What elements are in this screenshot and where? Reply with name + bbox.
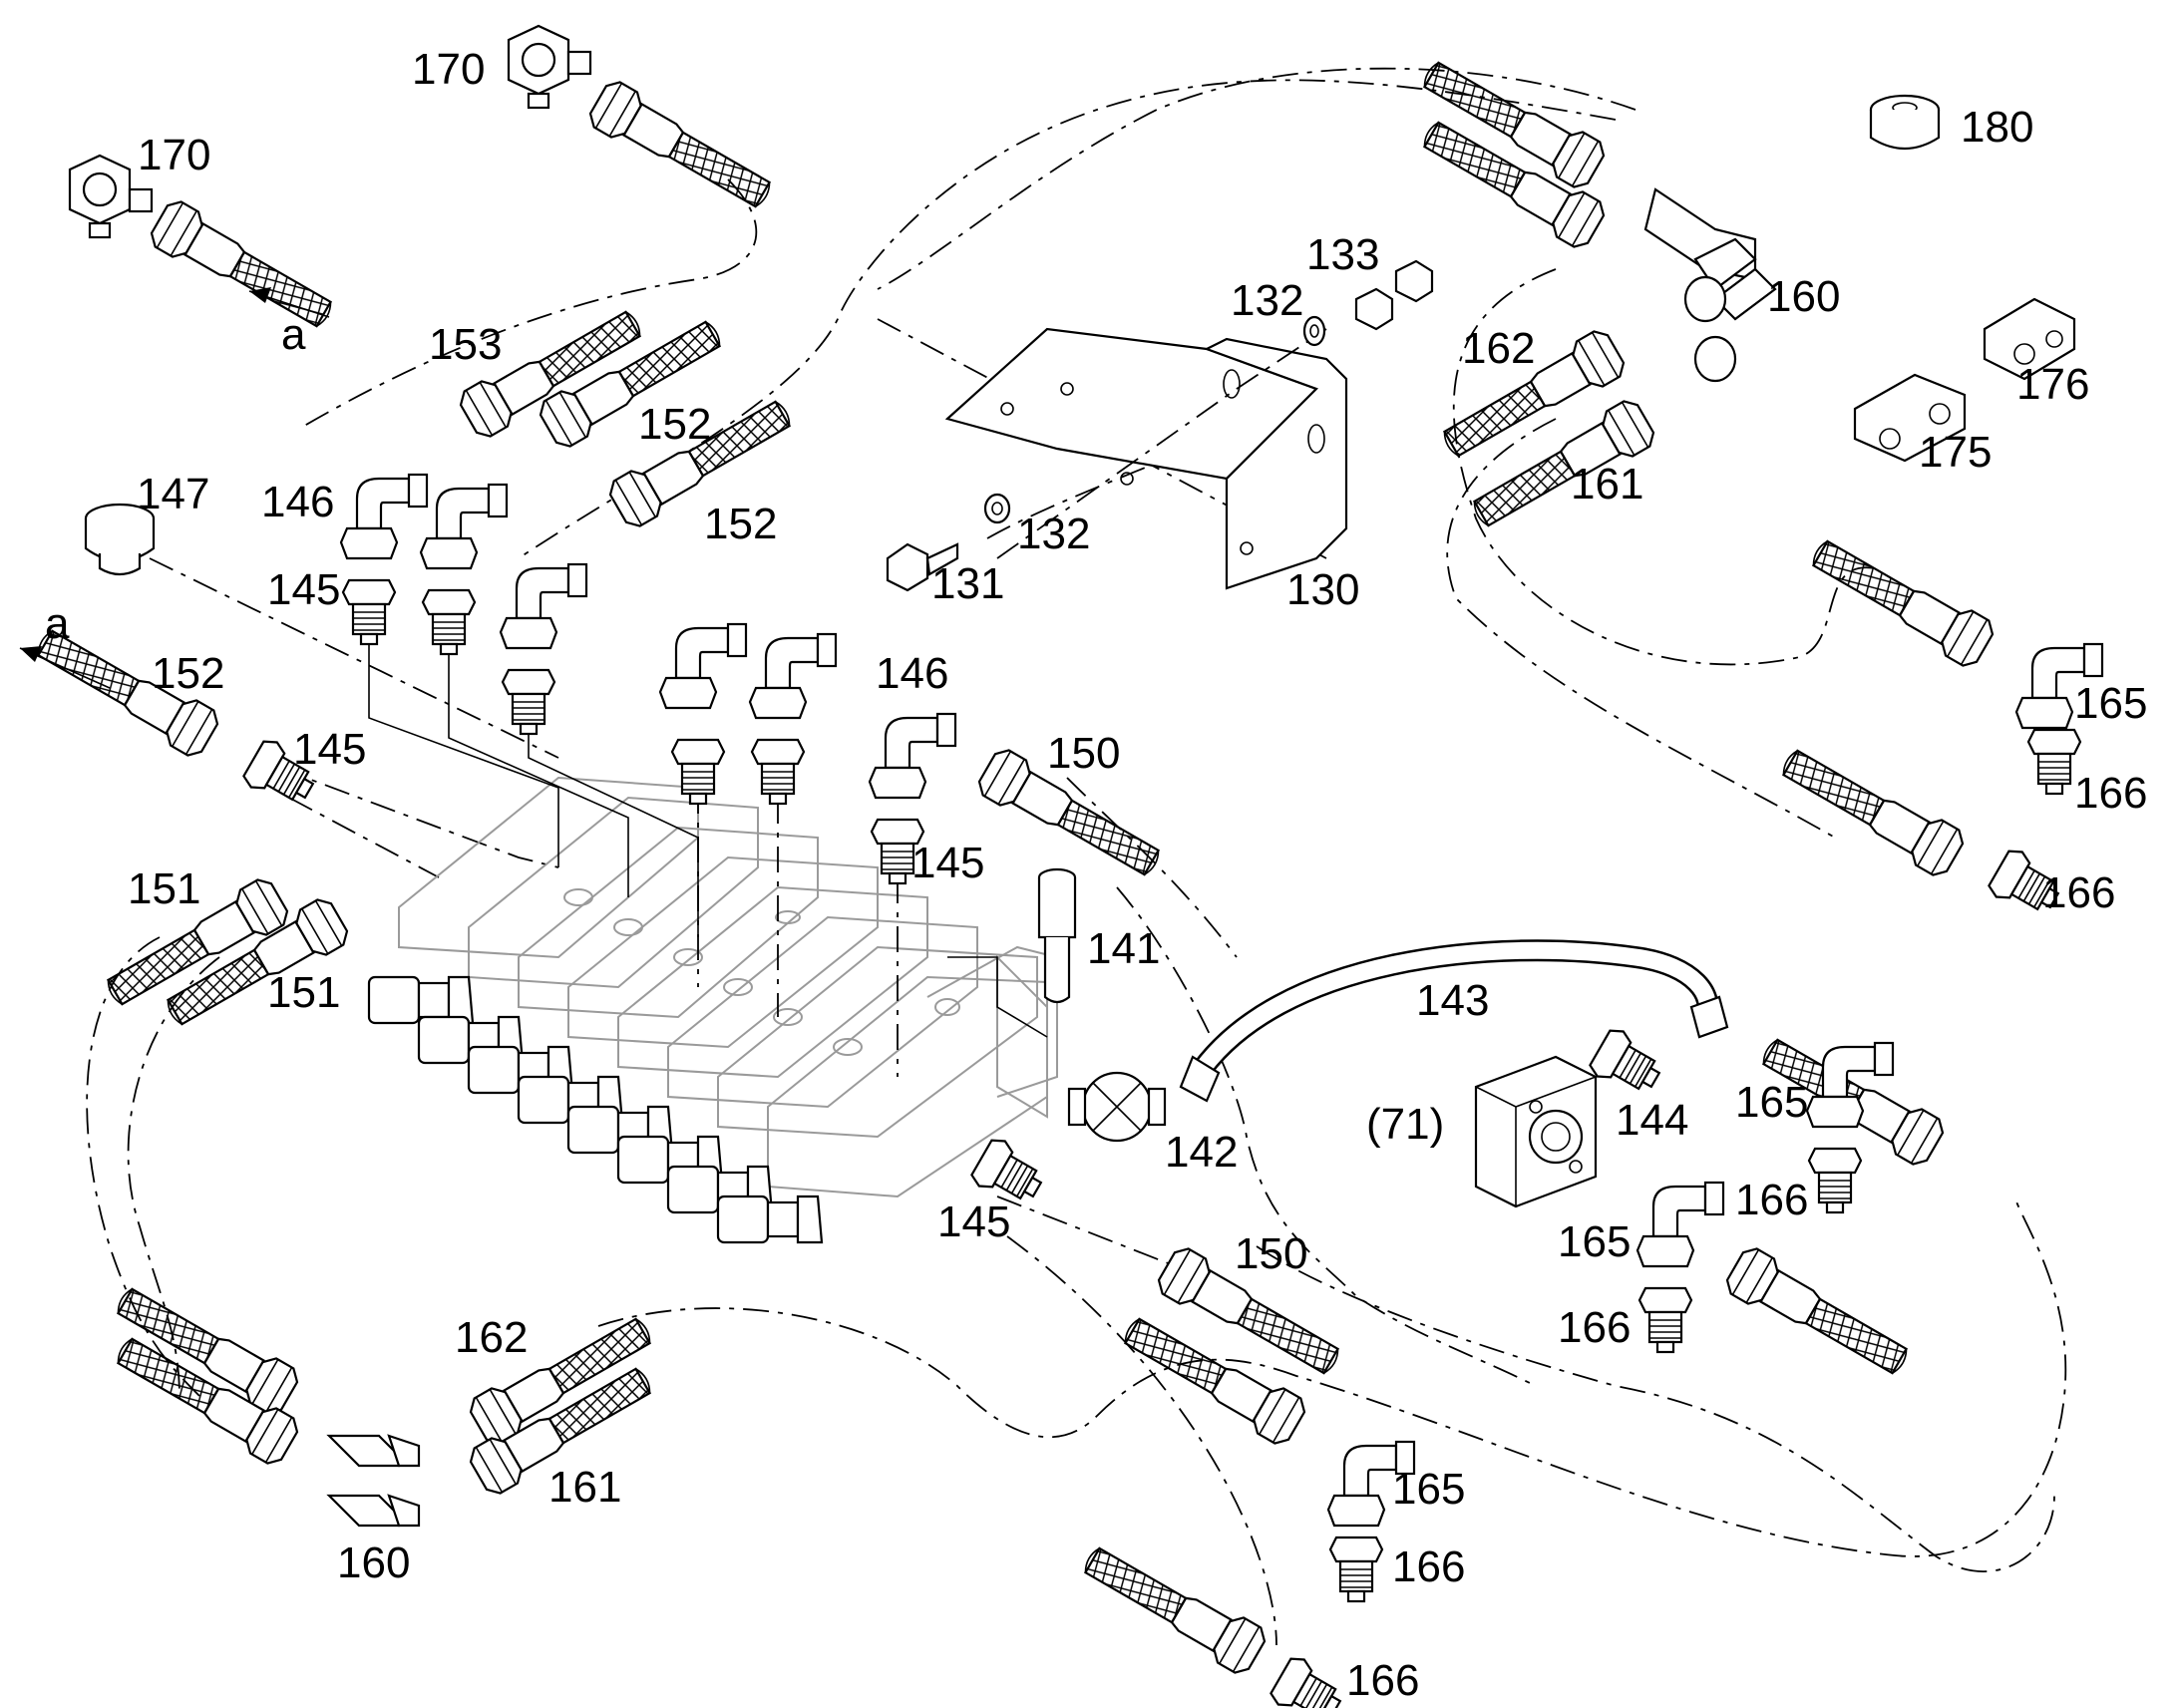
bolt-131	[886, 542, 959, 592]
bracket-130	[944, 327, 1348, 590]
label-133: 133	[1306, 230, 1379, 279]
label-165-upper: 165	[2074, 679, 2147, 728]
elbow-160-upper	[1643, 187, 1777, 383]
pressure-hose-143	[1179, 939, 1729, 1103]
adapter-166-bottom-a	[1328, 1536, 1384, 1603]
label-162-lower: 162	[455, 1313, 528, 1362]
nipple-145-a	[341, 578, 397, 646]
clamp-175	[1853, 373, 1967, 463]
label-71: (71)	[1366, 1100, 1444, 1149]
elbow-165-low	[1635, 1181, 1725, 1268]
nipple-145-e	[750, 738, 806, 806]
hose-170-left	[145, 195, 342, 340]
label-175: 175	[1919, 428, 1992, 477]
label-150-b: 150	[1235, 1229, 1307, 1278]
label-166-low: 166	[1558, 1303, 1631, 1352]
hose-166-upper-right	[1772, 737, 1970, 881]
label-153: 153	[429, 320, 502, 369]
arrow-a-left	[19, 646, 111, 689]
elbow-146-f	[868, 712, 957, 800]
elbow-146-d	[658, 622, 748, 710]
label-131: 131	[931, 559, 1004, 608]
label-132-lower: 132	[1017, 510, 1090, 558]
clamp-176	[1983, 297, 2076, 381]
callout-labels: 170 170 a 153 152 152 146 147 145 a 152 …	[45, 45, 2147, 1705]
label-180: 180	[1961, 103, 2033, 152]
label-144: 144	[1616, 1096, 1688, 1145]
socket-screw-141	[1037, 867, 1077, 1004]
label-160-lower: 160	[337, 1538, 410, 1587]
label-a-upper: a	[281, 310, 306, 359]
label-166-bottom-a: 166	[1392, 1542, 1465, 1591]
label-145-b: 145	[293, 725, 366, 774]
label-165-bottom: 165	[1392, 1465, 1465, 1514]
label-161-lower: 161	[548, 1463, 621, 1512]
elbow-146-c	[499, 562, 588, 650]
arrow-a-upper	[248, 287, 330, 318]
plug-180	[1869, 94, 1941, 150]
label-146-a: 146	[261, 478, 334, 526]
label-166-mid: 166	[1735, 1176, 1808, 1224]
flange-71	[1474, 1055, 1598, 1208]
label-160-upper: 160	[1767, 272, 1840, 321]
hose-166-bottom	[1074, 1535, 1272, 1679]
washer-132-upper	[1302, 315, 1326, 347]
elbow-146-b	[419, 483, 509, 570]
swivel-fitting-170-left	[68, 154, 154, 239]
label-152-b: 152	[704, 500, 777, 548]
adapter-166-mid	[1807, 1147, 1863, 1214]
label-147: 147	[137, 470, 209, 518]
label-162-upper: 162	[1462, 324, 1535, 373]
label-166-right: 166	[2042, 868, 2115, 917]
hose-170-upper	[583, 76, 781, 220]
label-151-a: 151	[128, 864, 200, 913]
nut-133	[1354, 259, 1434, 331]
adapter-166-low	[1637, 1286, 1693, 1354]
label-145-a: 145	[267, 565, 340, 614]
swivel-fitting-170-upper	[507, 24, 592, 110]
label-132-upper: 132	[1231, 276, 1303, 325]
valve-ports	[563, 888, 960, 1056]
nipple-145-b	[421, 588, 477, 656]
valve-spools	[367, 975, 824, 1244]
elbow-146-e	[748, 632, 838, 720]
label-176: 176	[2016, 360, 2089, 409]
control-valve-block	[367, 618, 1058, 1244]
adapter-166-upper	[2026, 728, 2082, 796]
label-151-b: 151	[267, 968, 340, 1017]
label-166-bottom-b: 166	[1346, 1656, 1419, 1705]
label-152-a: 152	[638, 400, 711, 449]
hose-165-lower-right	[1720, 1242, 1918, 1387]
label-143: 143	[1416, 976, 1489, 1025]
label-165-mid: 165	[1735, 1078, 1808, 1127]
label-170-left: 170	[138, 131, 210, 179]
label-145-d: 145	[937, 1197, 1010, 1246]
nipple-145-d	[670, 738, 726, 806]
label-161-upper: 161	[1571, 460, 1643, 509]
plug-147	[84, 503, 156, 576]
elbow-146-a	[339, 473, 429, 560]
nipple-145-c	[501, 668, 556, 736]
label-170-upper: 170	[412, 45, 485, 94]
label-152-c: 152	[152, 649, 224, 698]
swivel-142	[1067, 1071, 1167, 1143]
elbow-160-lower	[326, 1434, 421, 1528]
label-a-left: a	[45, 599, 70, 648]
adapter-166-bottom-b	[1267, 1652, 1350, 1708]
label-150-a: 150	[1047, 729, 1120, 778]
label-166-upper: 166	[2074, 769, 2147, 818]
label-146-b: 146	[876, 649, 948, 698]
label-165-low: 165	[1558, 1217, 1631, 1266]
adapter-144	[1586, 1024, 1669, 1104]
label-142: 142	[1165, 1128, 1238, 1177]
label-130: 130	[1286, 565, 1359, 614]
label-141: 141	[1087, 924, 1160, 973]
washer-132-lower	[983, 493, 1011, 524]
label-145-c: 145	[911, 839, 984, 887]
